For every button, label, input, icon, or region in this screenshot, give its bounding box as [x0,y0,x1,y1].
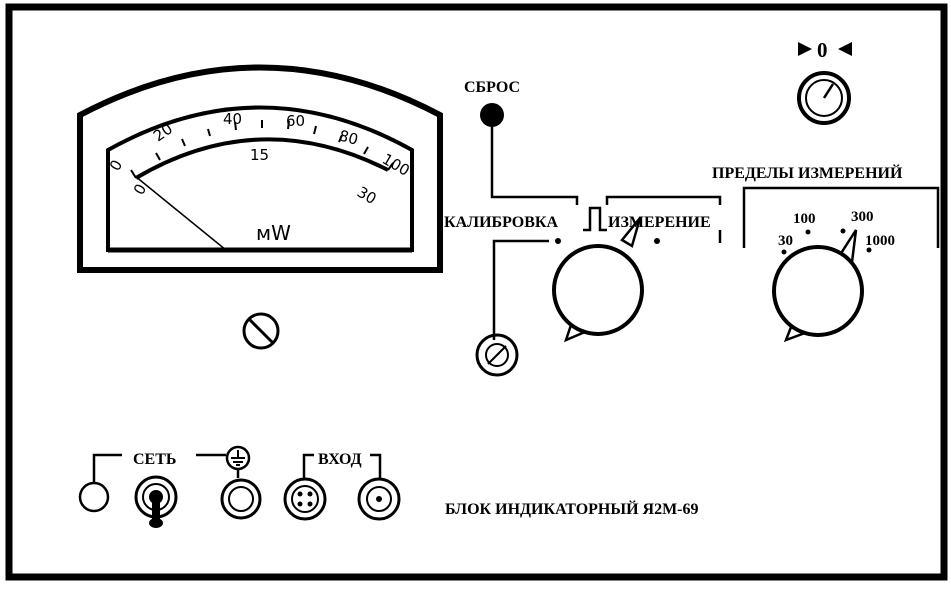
range-knob[interactable] [772,229,864,343]
zero-arrow-left [798,42,812,56]
reset-button[interactable] [480,103,504,127]
calibration-line [492,239,549,340]
meter-unit: мW [256,221,291,245]
power-indicator-lamp [78,481,110,513]
power-toggle-switch[interactable] [134,475,178,528]
power-meter: 0 20 40 60 80 100 0 15 30 мW [77,64,443,273]
panel-frame [5,3,948,581]
input-bracket-left [302,453,314,478]
input-coax-connector[interactable] [357,477,401,521]
meter-needle [134,175,227,251]
mode-knob[interactable] [552,217,644,343]
power-bracket-left [92,453,122,482]
range-dot-100 [805,229,811,235]
reset-line [490,127,579,205]
input-bracket-right [370,453,382,478]
measurement-dot [654,238,660,244]
meter-housing [77,64,443,273]
range-30: 30 [778,233,793,249]
scale-label-60: 60 [286,112,305,130]
zero-knob[interactable] [797,71,851,125]
scale-lower-15: 15 [250,146,269,164]
range-dot-30 [781,249,787,255]
zero-label: 0 [817,38,828,62]
calibration-dot [555,238,561,244]
input-multipin-connector[interactable] [283,477,327,521]
zero-adjust-screw[interactable] [242,312,280,350]
calibration-pot[interactable] [475,333,519,377]
zero-arrow-right [838,42,852,56]
range-dot-300 [840,228,846,234]
ground-terminal[interactable] [220,478,262,520]
scale-label-40: 40 [223,110,242,128]
pulse-symbol [583,206,607,232]
scale-label-100: 100 [379,150,413,180]
range-dot-1000 [866,247,872,253]
measurement-bracket [605,195,722,205]
meter-window [106,105,414,252]
reset-label: СБРОС [464,79,520,96]
range-300: 300 [851,209,874,225]
power-label: СЕТЬ [133,451,176,468]
scale-lower-0: 0 [130,181,150,198]
range-100: 100 [793,211,816,227]
ground-icon [225,445,251,471]
scale-lower-30: 30 [354,183,380,208]
range-bracket [742,186,940,248]
range-1000: 1000 [865,233,895,249]
scale-arc [134,137,389,180]
calibration-label: КАЛИБРОВКА [444,214,559,231]
input-label: ВХОД [318,451,362,468]
scale-label-80: 80 [337,126,360,148]
measurement-label: ИЗМЕРЕНИЕ [608,214,711,231]
range-title: ПРЕДЕЛЫ ИЗМЕРЕНИЙ [712,163,903,182]
device-name: БЛОК ИНДИКАТОРНЫЙ Я2М-69 [445,499,699,518]
